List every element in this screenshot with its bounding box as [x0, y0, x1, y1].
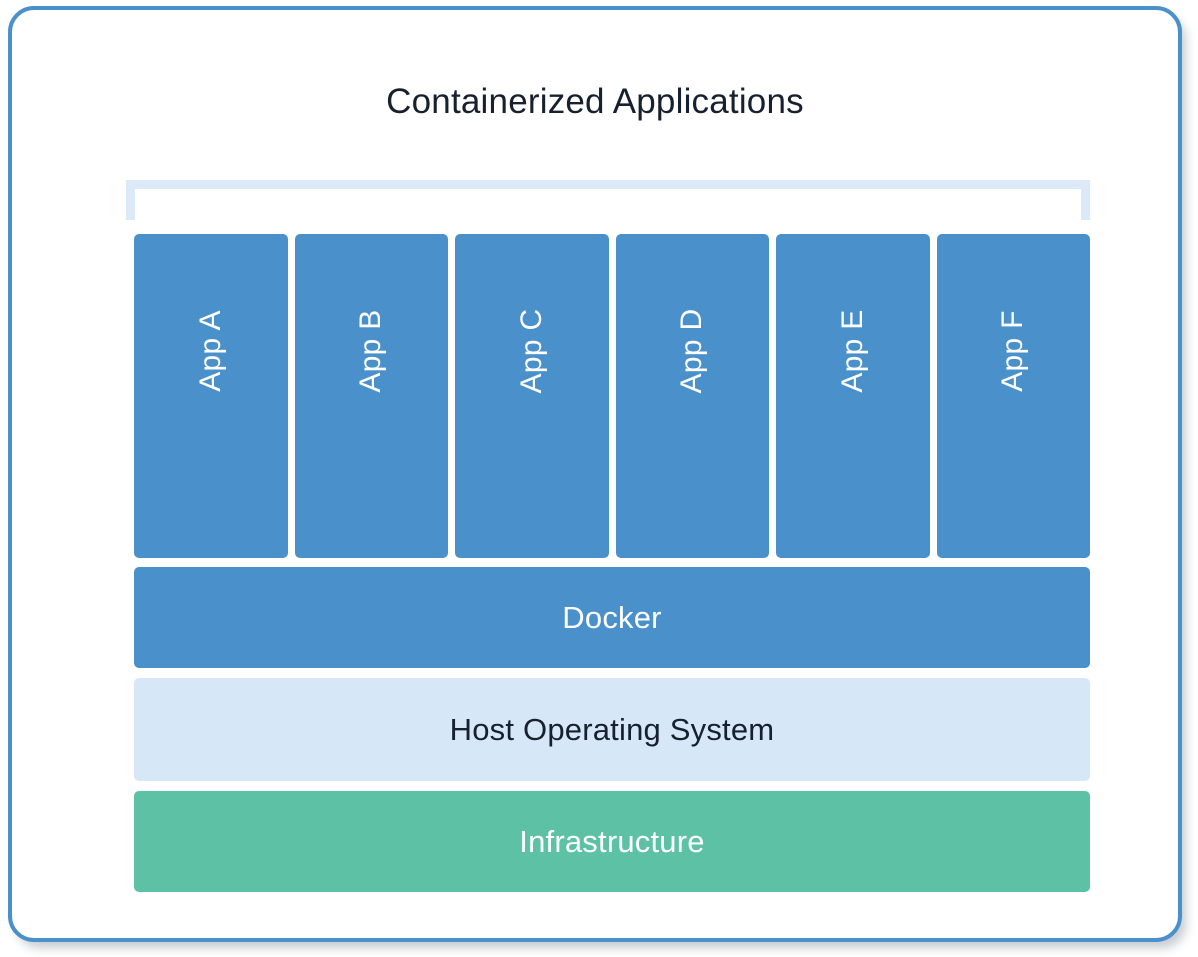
app-box-d[interactable]: App D: [615, 234, 769, 558]
app-row: App A App B App C App D App E App F: [134, 234, 1090, 558]
app-label: App C: [514, 308, 548, 394]
container-bracket: [126, 180, 1090, 220]
diagram-card: Containerized Applications App A App B A…: [8, 6, 1182, 942]
layer-docker[interactable]: Docker: [134, 567, 1090, 668]
app-label: App E: [835, 309, 869, 393]
app-box-f[interactable]: App F: [936, 234, 1090, 558]
layer-host-operating-system[interactable]: Host Operating System: [134, 678, 1090, 781]
app-box-a[interactable]: App A: [134, 234, 288, 558]
app-label: App B: [354, 309, 388, 393]
page-title: Containerized Applications: [386, 82, 804, 121]
layer-infrastructure[interactable]: Infrastructure: [134, 791, 1090, 892]
app-label: App A: [193, 309, 227, 392]
app-box-b[interactable]: App B: [294, 234, 448, 558]
app-label: App D: [675, 308, 709, 394]
app-label: App F: [996, 309, 1030, 392]
app-box-c[interactable]: App C: [455, 234, 609, 558]
app-box-e[interactable]: App E: [776, 234, 930, 558]
